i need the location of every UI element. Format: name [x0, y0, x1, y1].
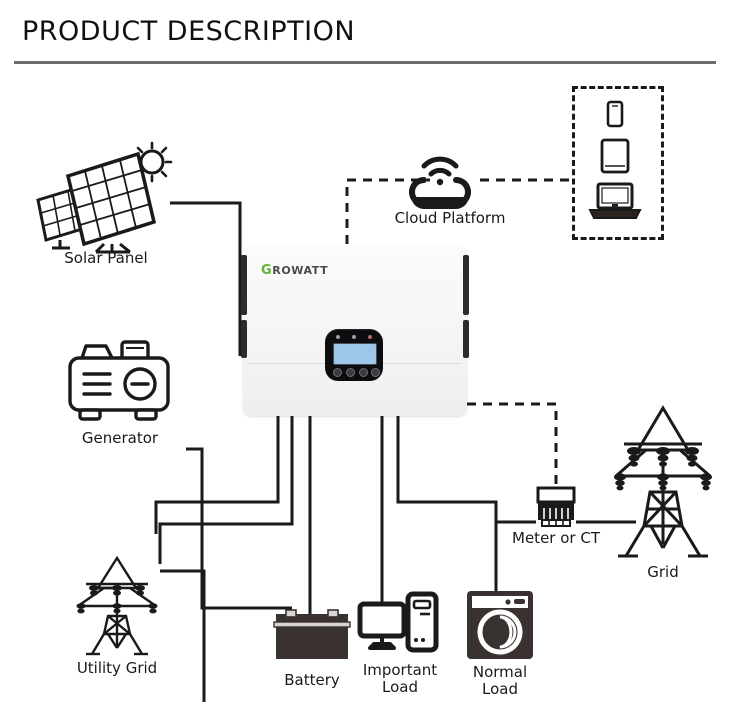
title-divider — [14, 61, 716, 64]
page-header: PRODUCT DESCRIPTION — [0, 0, 730, 64]
wire-generator-to-inverter — [186, 447, 292, 610]
page-title: PRODUCT DESCRIPTION — [22, 16, 356, 47]
smartphone-icon — [606, 100, 624, 128]
cloud-platform-label: Cloud Platform — [394, 209, 506, 227]
growatt-logo-g: G — [261, 263, 273, 278]
washing-machine-icon — [464, 588, 536, 660]
panel-button-3[interactable] — [359, 368, 368, 377]
normal-load-label-line2: Load — [482, 680, 518, 699]
wire-inverter-pin-2 — [158, 416, 294, 564]
lcd-display — [333, 343, 377, 365]
wire-inverter-to-meter — [467, 402, 558, 494]
panel-button-4[interactable] — [371, 368, 380, 377]
wire-utility-grid-run — [160, 569, 206, 702]
utility-grid-node: Utility Grid — [62, 554, 172, 684]
normal-load-label: Normal Load — [472, 663, 528, 699]
status-led-3 — [368, 335, 372, 339]
transmission-tower-icon — [62, 554, 172, 656]
generator-node: Generator — [62, 336, 178, 456]
generator-label: Generator — [81, 429, 159, 447]
normal-load-node: Normal Load — [464, 588, 536, 703]
growatt-logo: GROWATT — [261, 263, 328, 278]
tablet-icon — [600, 138, 630, 174]
solar-panel-label: Solar Panel — [64, 249, 148, 267]
inverter-left-fin-bottom — [241, 320, 247, 358]
transmission-tower-icon — [608, 404, 718, 562]
meter-or-ct-label: Meter or CT — [512, 529, 600, 547]
solar-panel-icon — [26, 140, 186, 254]
status-led-1 — [336, 335, 340, 339]
utility-grid-label: Utility Grid — [76, 659, 158, 677]
generator-icon — [62, 336, 178, 428]
cloud-wifi-icon — [390, 148, 510, 210]
inverter-right-fin-top — [463, 255, 469, 315]
important-load-label-line2: Load — [382, 678, 418, 697]
computer-icon — [357, 590, 442, 658]
cloud-platform-node: Cloud Platform — [390, 148, 510, 238]
device-group-dashed-border — [572, 86, 664, 240]
battery-label: Battery — [284, 671, 340, 689]
meter-or-ct-node: Meter or CT — [512, 486, 600, 566]
status-led-2 — [352, 335, 356, 339]
panel-button-1[interactable] — [333, 368, 342, 377]
device-group-node — [572, 86, 664, 240]
wire-solar-to-inverter — [170, 201, 242, 356]
inverter-left-fin-top — [241, 255, 247, 315]
device-group-icon — [572, 86, 658, 234]
solar-panel-node: Solar Panel — [26, 140, 186, 270]
important-load-node: Important Load — [357, 590, 442, 705]
battery-icon — [270, 604, 354, 666]
wire-inverter-to-normal — [396, 416, 498, 604]
inverter-unit[interactable]: GROWATT — [241, 246, 469, 416]
wire-inverter-to-cloud — [345, 178, 430, 356]
grid-label: Grid — [647, 563, 679, 581]
wire-inverter-pin-1 — [154, 416, 280, 534]
important-load-label: Important Load — [362, 661, 438, 697]
system-wiring-diagram: Solar Panel Cloud Platform — [0, 64, 730, 712]
important-load-label-line1: Important — [362, 661, 438, 679]
connection-wires — [154, 178, 636, 702]
grid-node: Grid — [608, 404, 718, 589]
panel-button-2[interactable] — [346, 368, 355, 377]
inverter-control-panel[interactable] — [325, 329, 383, 381]
meter-icon — [536, 486, 576, 528]
battery-node: Battery — [270, 604, 354, 704]
growatt-logo-rest: ROWATT — [272, 264, 329, 277]
normal-load-label-line1: Normal — [472, 663, 528, 681]
laptop-icon — [588, 182, 642, 219]
inverter-right-fin-bottom — [463, 320, 469, 358]
